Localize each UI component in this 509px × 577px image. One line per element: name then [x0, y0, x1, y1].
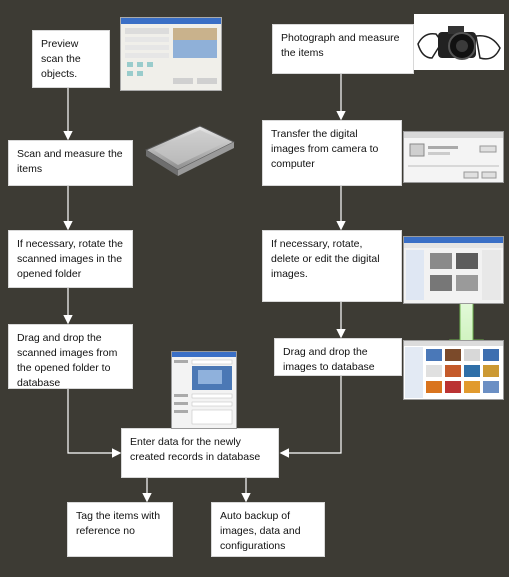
step-auto-backup-text: Auto backup of images, data and configur… — [220, 510, 301, 552]
step-drag-digital: Drag and drop the images to database — [274, 338, 402, 376]
step-photograph-text: Photograph and measure the items — [281, 32, 400, 59]
step-drag-scanned: Drag and drop the scanned images from th… — [8, 324, 133, 389]
step-preview-scan-text: Preview scan the objects. — [41, 38, 81, 80]
database-form-icon — [172, 352, 236, 425]
hands-holding-camera-image — [414, 14, 504, 70]
scanner-software-window-thumbnail — [120, 17, 222, 91]
transfer-window-icon — [404, 132, 503, 179]
step-preview-scan: Preview scan the objects. — [32, 30, 110, 88]
image-folder-icon — [404, 237, 503, 300]
scanner-window-icon — [121, 18, 221, 84]
step-rotate-scanned: If necessary, rotate the scanned images … — [8, 230, 133, 288]
step-photograph: Photograph and measure the items — [272, 24, 414, 74]
step-drag-scanned-text: Drag and drop the scanned images from th… — [17, 332, 118, 389]
step-rotate-digital-text: If necessary, rotate, delete or edit the… — [271, 238, 380, 280]
camera-transfer-window-thumbnail — [403, 131, 504, 183]
scanner-icon — [144, 125, 236, 176]
step-transfer-text: Transfer the digital images from camera … — [271, 128, 379, 170]
connector-drag-left-enter — [67, 389, 122, 458]
image-gallery-icon — [404, 341, 503, 398]
step-auto-backup: Auto backup of images, data and configur… — [211, 502, 325, 557]
step-transfer: Transfer the digital images from camera … — [262, 120, 402, 186]
step-tag-items: Tag the items with reference no — [67, 502, 173, 557]
database-record-form-thumbnail — [171, 351, 237, 429]
step-enter-data: Enter data for the newly created records… — [121, 428, 279, 478]
step-enter-data-text: Enter data for the newly created records… — [130, 436, 261, 463]
step-scan-measure-text: Scan and measure the items — [17, 148, 123, 175]
image-folder-window-thumbnail — [403, 236, 504, 304]
step-tag-items-text: Tag the items with reference no — [76, 510, 161, 537]
step-rotate-scanned-text: If necessary, rotate the scanned images … — [17, 238, 124, 280]
image-gallery-window-thumbnail — [403, 340, 504, 400]
step-scan-measure: Scan and measure the items — [8, 140, 133, 186]
step-drag-digital-text: Drag and drop the images to database — [283, 346, 375, 373]
flatbed-scanner-image — [138, 120, 238, 178]
camera-icon — [417, 26, 501, 60]
step-rotate-digital: If necessary, rotate, delete or edit the… — [262, 230, 402, 302]
connector-drag-right-enter — [279, 376, 342, 458]
